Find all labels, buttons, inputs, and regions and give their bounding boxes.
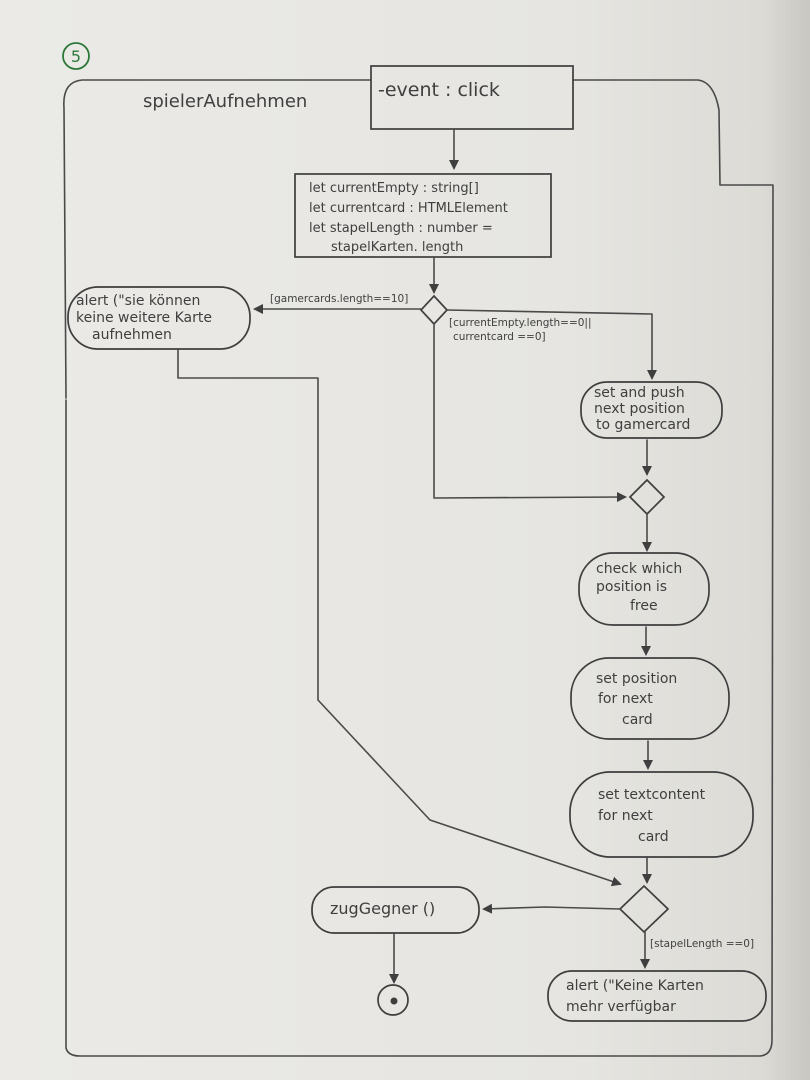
check-position-line-1: check which [596,561,682,577]
alert-empty-line-1: alert ("Keine Karten [566,978,704,994]
set-push-line-1: set and push [594,385,685,401]
declarations-node [294,173,552,258]
set-textcontent-line-3: card [638,829,669,845]
alert-full-line-2: keine weitere Karte [76,310,212,326]
event-node [370,65,574,130]
check-position-line-3: free [630,598,658,614]
zuggegner-label: zugGegner () [330,899,435,918]
alert-empty-line-2: mehr verfügbar [566,999,676,1015]
set-push-line-3: to gamercard [596,417,690,433]
set-push-line-2: next position [594,401,685,417]
event-label: -event : click [378,79,500,101]
set-textcontent-line-1: set textcontent [598,787,706,803]
set-textcontent-line-2: for next [598,808,653,824]
decision-stapel [618,884,670,934]
check-position-line-2: position is [596,579,667,595]
set-position-line-1: set position [596,671,677,687]
function-frame [63,79,774,1057]
guard-current-line-2: currentcard ==0] [453,331,546,343]
declaration-3: let stapelLength : number = [309,221,493,236]
diagram-number: 5 [71,47,81,66]
function-name: spielerAufnehmen [143,91,307,112]
edge-decision-zuggegner [482,903,621,914]
edge-decision-merge-else [433,323,627,503]
alert-full-line-3: aufnehmen [92,327,172,343]
alert-full-line-1: alert ("sie können [76,293,200,309]
alert-full-node [67,286,251,350]
guard-gamercards-full: [gamercards.length==10] [270,293,408,305]
edge-decision-set-push [446,309,657,380]
set-position-line-2: for next [598,691,653,707]
check-position-node [578,552,710,626]
guard-stapel-empty: [stapelLength ==0] [650,938,754,950]
alert-empty-node [547,970,767,1022]
set-position-node [570,657,730,740]
declaration-2: let currentcard : HTMLElement [309,201,508,216]
zuggegner-node [311,886,480,934]
guard-current-line-1: [currentEmpty.length==0|| [449,317,592,329]
final-node [377,984,409,1016]
declaration-4: stapelKarten. length [331,240,463,255]
merge-node [628,478,666,516]
declaration-1: let currentEmpty : string[] [309,181,479,196]
decision-gamercards [419,294,449,326]
diagram-number-badge: 5 [62,42,90,70]
set-textcontent-node [569,771,754,858]
set-position-line-3: card [622,712,653,728]
set-push-node [580,381,723,439]
edge-alert-full-merge [177,349,622,887]
